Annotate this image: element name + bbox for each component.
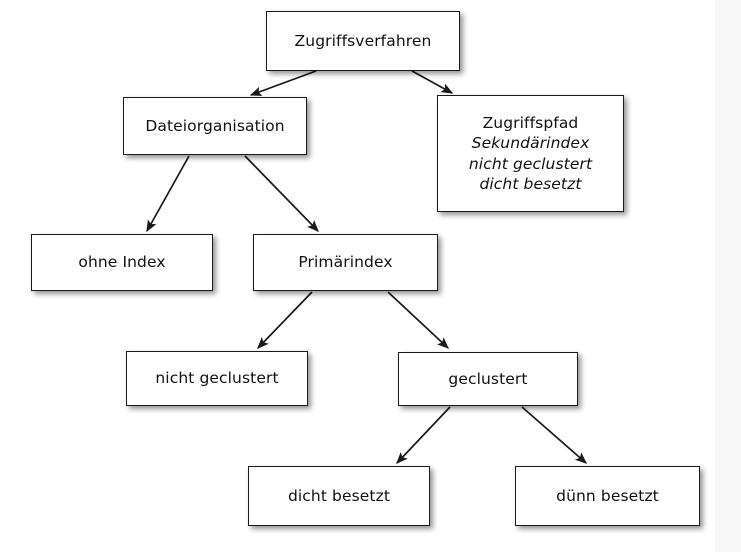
node-label-line: dicht besetzt xyxy=(287,486,391,505)
node-duenn-besetzt[interactable]: dünn besetzt xyxy=(515,466,700,526)
node-label-group: dicht besetzt xyxy=(249,486,429,506)
edge-zugriffsverfahren-to-dateiorganisation xyxy=(249,70,317,96)
node-label-group: geclustert xyxy=(399,369,577,389)
edge-primaerindex-to-nicht-geclustert xyxy=(257,291,313,349)
edge-dateiorganisation-to-primaerindex xyxy=(244,155,319,232)
node-label-line: dünn besetzt xyxy=(556,486,659,505)
edge-geclustert-to-dicht-besetzt xyxy=(396,406,451,464)
node-dateiorganisation[interactable]: Dateiorganisation xyxy=(123,97,307,155)
node-label-group: Primärindex xyxy=(254,252,437,272)
node-label-group: dünn besetzt xyxy=(516,486,699,506)
node-label-group: Dateiorganisation xyxy=(124,116,306,136)
node-dicht-besetzt[interactable]: dicht besetzt xyxy=(248,466,430,526)
edge-primaerindex-to-geclustert xyxy=(387,291,449,349)
node-label-line: geclustert xyxy=(448,369,528,388)
node-label-line: Zugriffspfad xyxy=(482,113,579,132)
node-label-group: Zugriffsverfahren xyxy=(267,31,459,51)
node-label-line: nicht geclustert xyxy=(155,369,279,388)
node-label-line: Zugriffsverfahren xyxy=(294,31,432,50)
node-label-line: Sekundärindex xyxy=(471,134,590,153)
right-margin-strip xyxy=(715,0,741,552)
edge-dateiorganisation-to-ohne-index xyxy=(146,155,190,233)
edge-zugriffsverfahren-to-zugriffspfad xyxy=(411,70,454,94)
node-label-group: ohne Index xyxy=(32,252,212,272)
node-zugriffsverfahren[interactable]: Zugriffsverfahren xyxy=(266,11,460,71)
node-label-line: dicht besetzt xyxy=(479,174,582,193)
node-label-line: nicht geclustert xyxy=(468,154,593,173)
edge-geclustert-to-duenn-besetzt xyxy=(521,406,588,464)
node-label-group: nicht geclustert xyxy=(127,368,307,388)
node-geclustert[interactable]: geclustert xyxy=(398,352,578,406)
arrow-group xyxy=(146,70,588,464)
node-label-line: Primärindex xyxy=(298,253,393,272)
node-label-line: ohne Index xyxy=(78,253,166,272)
node-label-line: Dateiorganisation xyxy=(145,116,285,135)
node-nicht-geclustert[interactable]: nicht geclustert xyxy=(126,351,308,406)
node-ohne-index[interactable]: ohne Index xyxy=(31,234,213,291)
node-primaerindex[interactable]: Primärindex xyxy=(253,234,438,291)
